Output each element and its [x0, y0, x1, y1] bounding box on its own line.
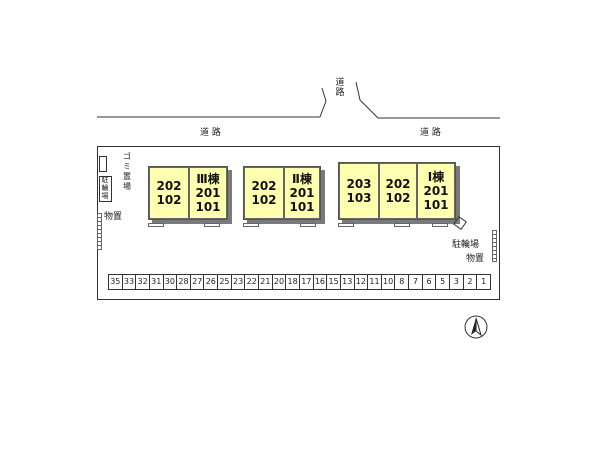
bicycle-parking-east-label: 駐輪場 [452, 240, 480, 250]
parking-slot: 27 [191, 275, 205, 289]
parking-slot: 31 [150, 275, 164, 289]
parking-slot: 20 [273, 275, 287, 289]
west-road-label: 道 路 [200, 128, 221, 138]
parking-slot: 23 [232, 275, 246, 289]
parking-slot: 21 [259, 275, 273, 289]
parking-slot: 12 [355, 275, 369, 289]
parking-slot: 35 [109, 275, 123, 289]
parking-slot: 1 [481, 277, 487, 286]
parking-slot: 25 [218, 275, 232, 289]
storage-east-rack [492, 230, 497, 262]
parking-slot: 15 [327, 275, 341, 289]
parking-slot: 7 [409, 275, 423, 289]
parking-slot: 6 [423, 275, 437, 289]
garbage-area-label: ゴミ置場 [123, 152, 131, 191]
north-arrow-icon [464, 315, 488, 339]
garbage-area [99, 156, 107, 172]
storage-east-label: 物置 [466, 254, 485, 264]
parking-slot: 28 [177, 275, 191, 289]
storage-west-label: 物置 [104, 212, 123, 222]
parking-slot: 33 [123, 275, 137, 289]
parking-slot: 8 [395, 275, 410, 289]
bicycle-parking-west-label: 駐輪場 [101, 176, 109, 200]
parking-slot: 17 [300, 275, 314, 289]
parking-slot: 3 [450, 275, 464, 289]
parking-slot: 13 [341, 275, 355, 289]
parking-slot: 2 [464, 275, 478, 289]
parking-slot: 18 [286, 275, 300, 289]
parking-slot: 11 [368, 275, 382, 289]
parking-slot: 5 [436, 275, 451, 289]
east-road-label: 道 路 [420, 128, 441, 138]
north-road-label: 道路 [335, 78, 345, 98]
parking-slot: 30 [164, 275, 178, 289]
parking-slot: 22 [245, 275, 260, 289]
parking-slot: 32 [136, 275, 150, 289]
bicycle-parking-west [99, 176, 112, 202]
parking-slot: 10 [382, 275, 396, 289]
parking-slot: 16 [314, 275, 328, 289]
storage-west-rack [97, 213, 102, 250]
parking-slot: 26 [204, 275, 219, 289]
